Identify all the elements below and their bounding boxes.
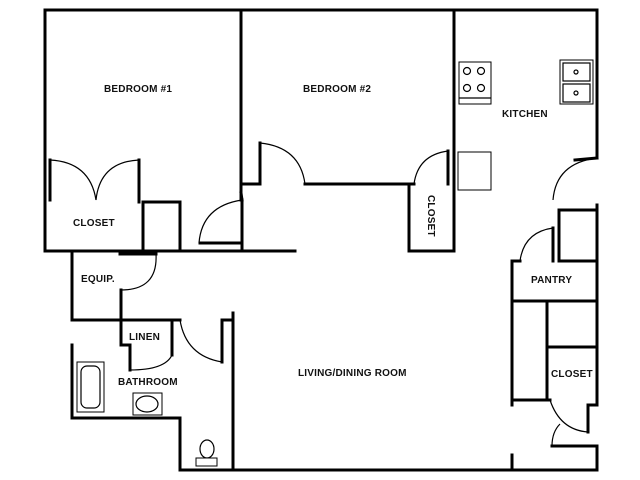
toilet-icon [195,439,218,467]
room-label-closet-bedroom-2: CLOSET [425,195,436,237]
stove-icon [458,61,492,105]
bathtub-icon [76,361,105,413]
door-swings [49,142,598,447]
room-label-bedroom-1: BEDROOM #1 [104,84,173,95]
refrigerator-icon [457,151,492,191]
room-label-closet-bedroom-1: CLOSET [73,218,115,229]
double-sink-icon [559,59,594,105]
room-label-equip: EQUIP. [81,274,115,285]
room-label-linen: LINEN [129,332,160,343]
walls [43,8,599,472]
bathroom-sink-icon [132,392,163,416]
room-label-closet-east: CLOSET [551,369,593,380]
room-label-bathroom: BATHROOM [118,377,178,388]
room-label-pantry: PANTRY [531,275,573,286]
room-label-bedroom-2: BEDROOM #2 [303,84,372,95]
room-label-living-dining: LIVING/DINING ROOM [298,368,407,379]
room-label-kitchen: KITCHEN [502,109,548,120]
